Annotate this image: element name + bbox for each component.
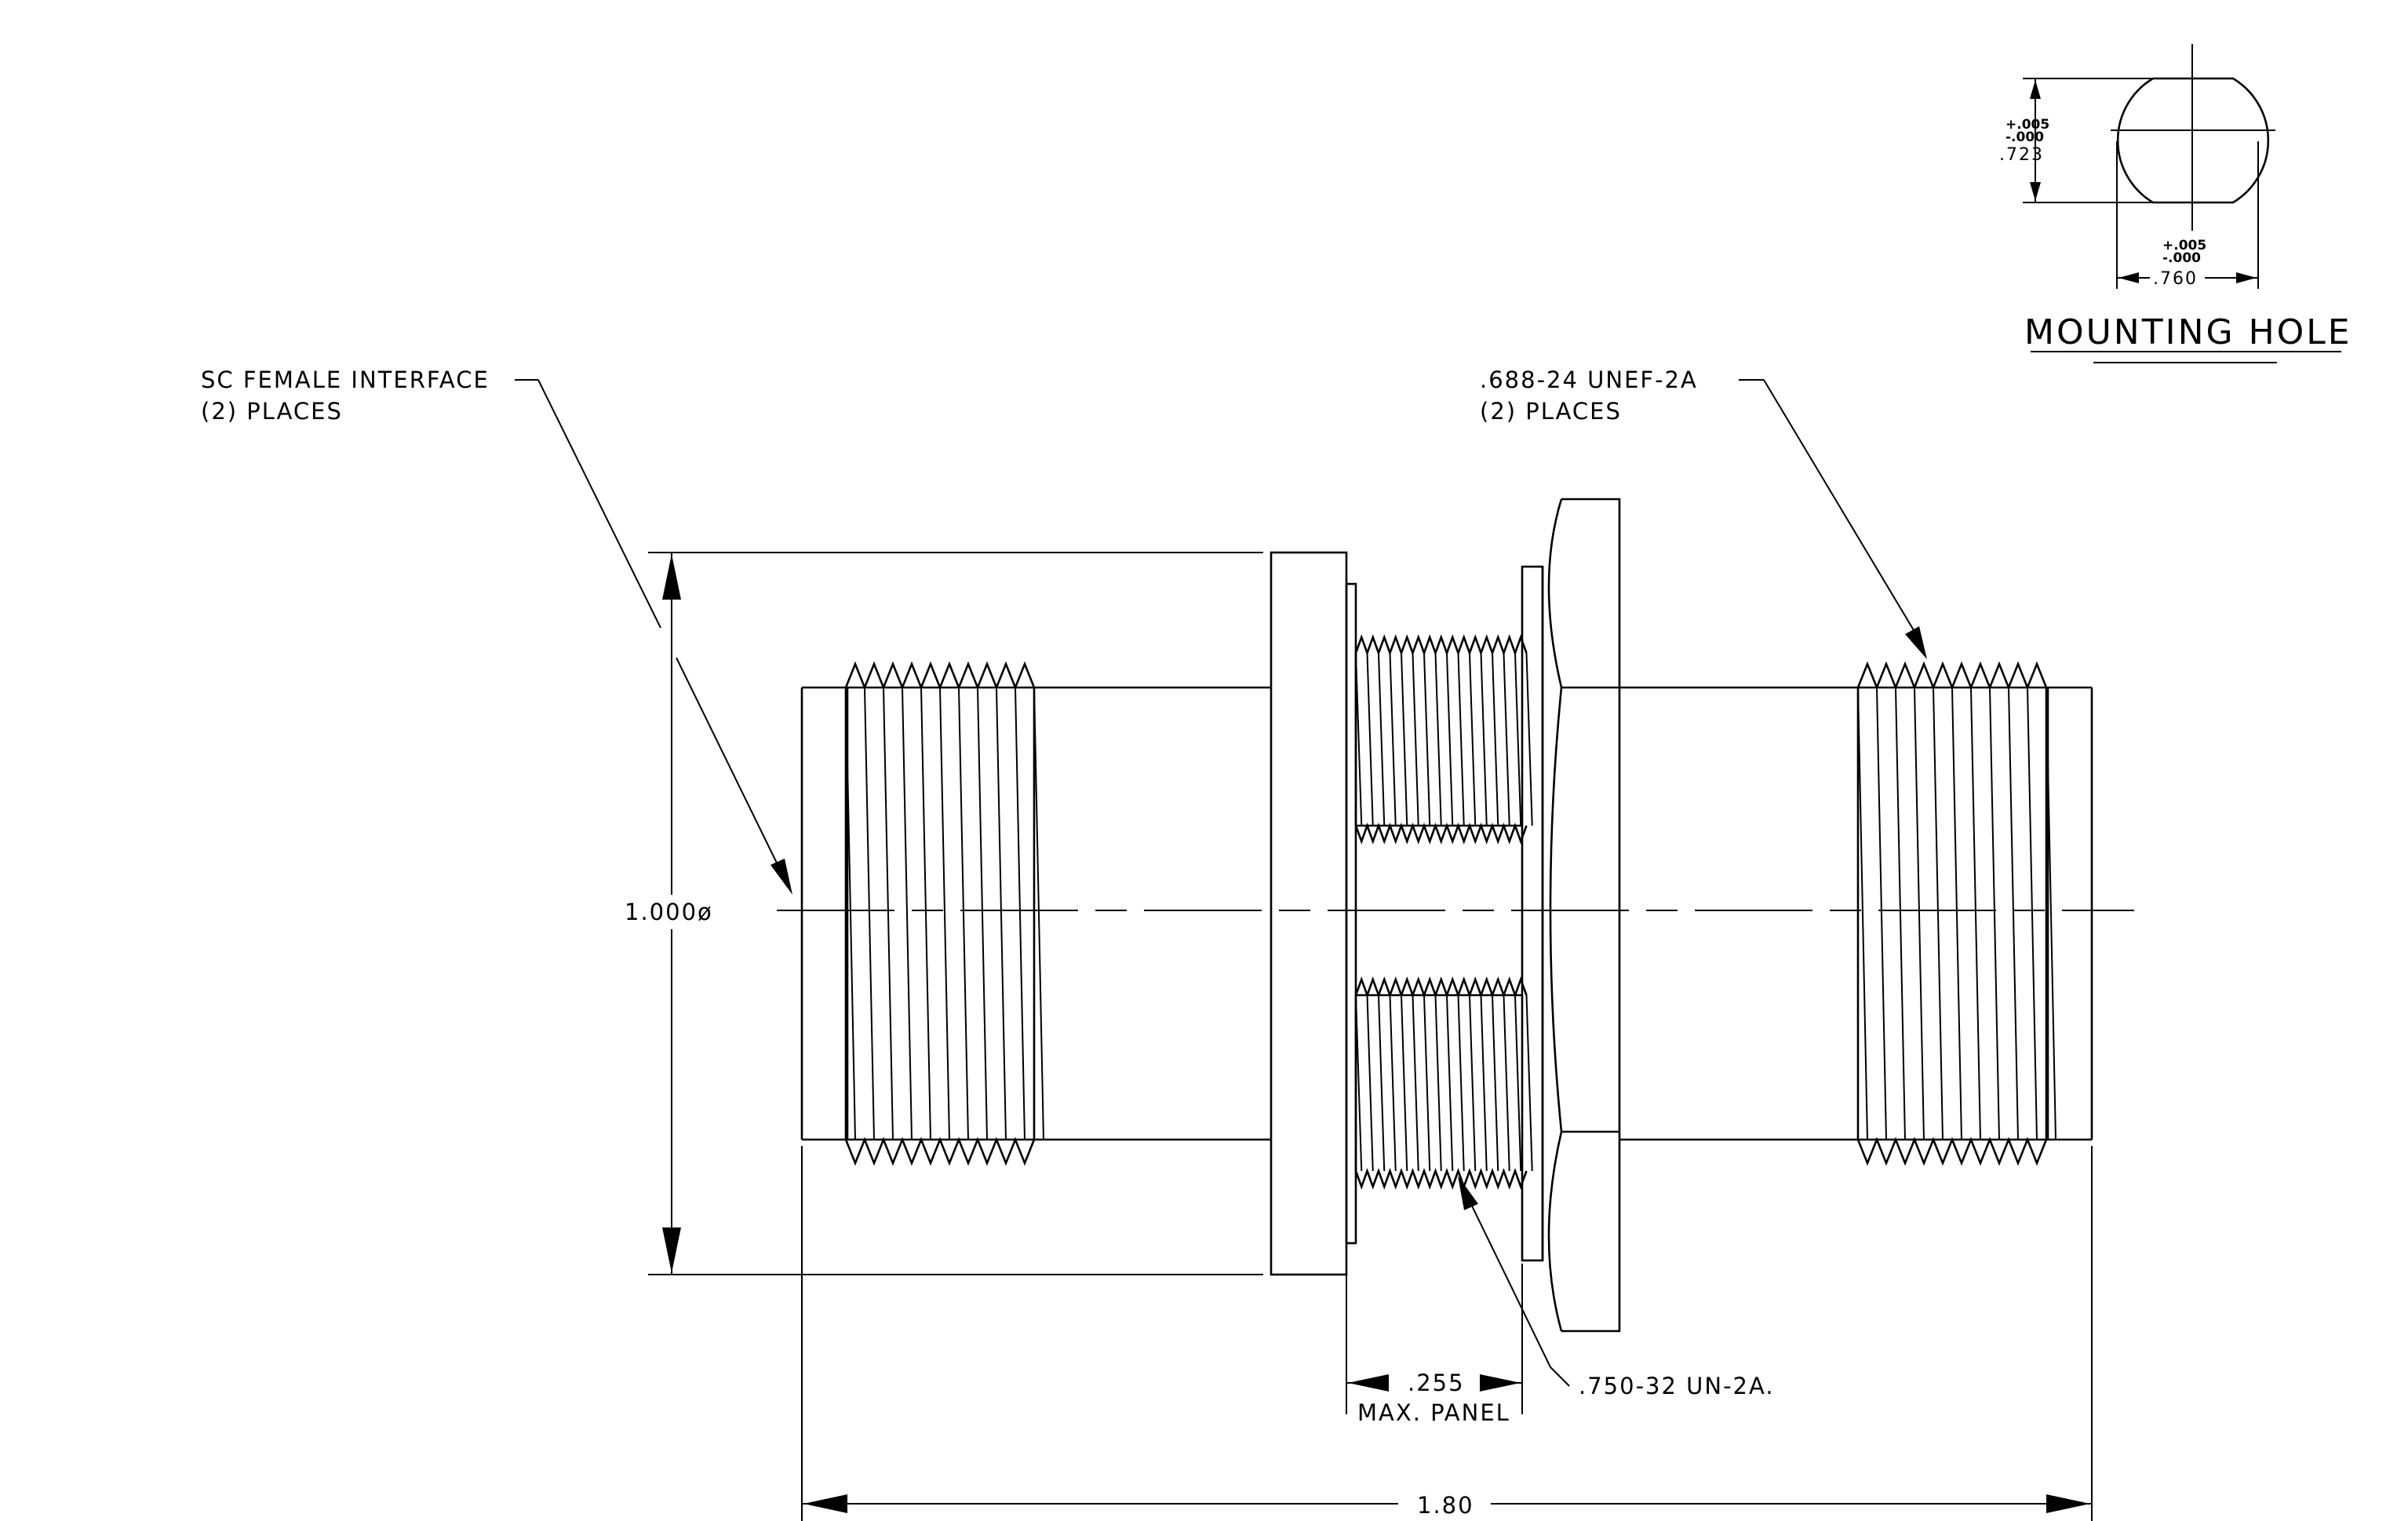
hole-height-tol-minus: -.000 bbox=[2005, 129, 2044, 145]
right-thread bbox=[1856, 661, 2056, 1166]
interface-note-line2: (2) PLACES bbox=[201, 398, 343, 425]
panel-thread bbox=[1354, 565, 1544, 1262]
thread-note-line1: .688-24 UNEF-2A bbox=[1480, 367, 1698, 393]
diameter-label: 1.000ø bbox=[625, 899, 713, 925]
thread-note-line2: (2) PLACES bbox=[1480, 398, 1622, 425]
hole-height-value: .723 bbox=[1999, 145, 2044, 165]
diameter-dimension bbox=[648, 552, 1263, 1275]
hex-nut bbox=[1541, 498, 1621, 1333]
panel-value: .255 bbox=[1408, 1370, 1465, 1396]
mounting-hole-title: MOUNTING HOLE bbox=[2024, 312, 2352, 352]
hole-width-value: .760 bbox=[2153, 269, 2198, 289]
panel-label: MAX. PANEL bbox=[1357, 1399, 1510, 1426]
interface-leader bbox=[515, 379, 792, 895]
panel-thread-leader bbox=[1458, 1176, 1570, 1387]
left-thread bbox=[844, 661, 1044, 1166]
panel-thread-label: .750-32 UN-2A. bbox=[1579, 1373, 1775, 1399]
panel-dimension bbox=[1346, 1264, 1523, 1414]
interface-note-line1: SC FEMALE INTERFACE bbox=[201, 367, 490, 393]
right-connector-body bbox=[1619, 686, 2093, 1141]
hole-width-tol-plus: +.005 bbox=[2162, 238, 2206, 254]
overall-length-dimension bbox=[801, 1146, 2093, 1521]
flange bbox=[1270, 551, 1357, 1276]
mounting-hole-detail bbox=[2023, 44, 2341, 363]
hole-height-tol-plus: +.005 bbox=[2005, 117, 2049, 133]
hole-width-tol-minus: -.000 bbox=[2162, 250, 2201, 266]
thread-leader bbox=[1739, 379, 1927, 659]
overall-length-label: 1.80 bbox=[1417, 1492, 1474, 1519]
